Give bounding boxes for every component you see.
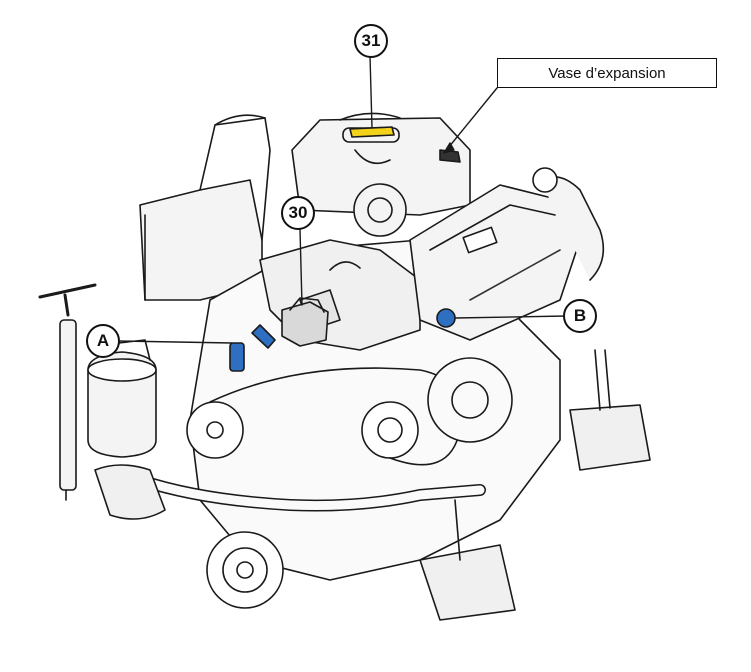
leader-30 bbox=[299, 228, 303, 306]
leader-arrowhead bbox=[443, 142, 455, 154]
heat-exchanger bbox=[409, 167, 605, 341]
leader-b bbox=[454, 315, 567, 319]
leader-a bbox=[119, 340, 233, 344]
callout-a: A bbox=[86, 324, 120, 358]
oil-pump-handle bbox=[38, 283, 97, 501]
air-filter-housing bbox=[139, 114, 271, 301]
leader-31 bbox=[369, 55, 373, 129]
blue-fittings bbox=[229, 308, 456, 372]
leader-expansion bbox=[443, 87, 498, 154]
exhaust-pipe bbox=[94, 464, 486, 520]
thermostat-housing bbox=[281, 297, 329, 347]
pulleys bbox=[186, 357, 513, 609]
callout-b: B bbox=[563, 299, 597, 333]
engine-mounts-right bbox=[419, 349, 651, 621]
leader-lines bbox=[119, 55, 567, 344]
expansion-tank-label: Vase d’expansion bbox=[497, 58, 717, 88]
expansion-tank bbox=[291, 112, 471, 216]
callout-30: 30 bbox=[281, 196, 315, 230]
callout-31: 31 bbox=[354, 24, 388, 58]
